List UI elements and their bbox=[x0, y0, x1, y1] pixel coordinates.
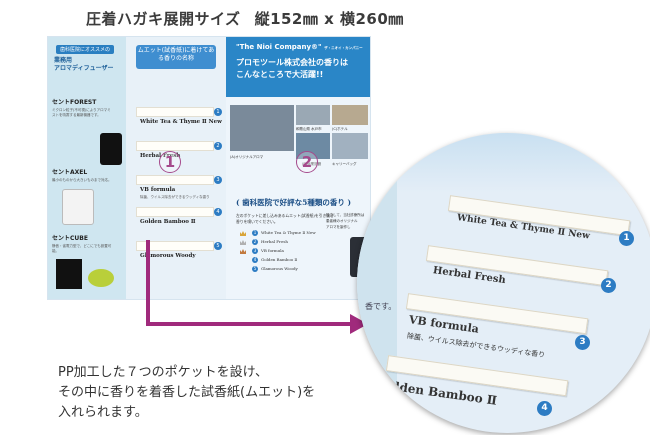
zoom-left-panel bbox=[357, 173, 397, 433]
pocket-number: 3 bbox=[214, 176, 222, 184]
callout-badge-1: 1 bbox=[159, 151, 181, 173]
caption-line-1: PP加工した７つのポケットを設け、 bbox=[58, 365, 269, 380]
recommend-tag: 歯科医院にオススメの bbox=[56, 45, 115, 54]
brochure-right-panel: "The Nioi Company®" ザ・ニオイ・カンパニー プロモツール株式… bbox=[226, 37, 370, 299]
scent-name: VB formula bbox=[140, 187, 176, 193]
scent-note: 除菌、ウイルス除去ができるウッディな香り bbox=[140, 195, 210, 199]
scent-name: Golden Bamboo Ⅱ bbox=[140, 219, 196, 225]
company-name: "The Nioi Company®" ザ・ニオイ・カンパニー bbox=[236, 43, 363, 51]
brochure-middle-panel: ムエット(試香紙)に着けてある香りの名称 White Tea & Thyme Ⅱ… bbox=[126, 37, 226, 299]
photo-caption: (C)ホテル bbox=[332, 127, 348, 131]
side-note: アロマを製作し bbox=[326, 225, 351, 229]
list-number: 4 bbox=[252, 257, 258, 263]
pocket-header: ムエット(試香紙)に着けてある香りの名称 bbox=[136, 45, 216, 69]
muette-strip bbox=[136, 241, 214, 251]
hotel-photo bbox=[332, 105, 368, 125]
panel-title-2: アロマディフューザー bbox=[54, 65, 114, 72]
zoom-pocket-number: 2 bbox=[601, 278, 616, 293]
list-number: 5 bbox=[252, 266, 258, 272]
scent-name: White Tea & Thyme Ⅱ New bbox=[140, 119, 222, 125]
zoom-pocket-number: 4 bbox=[537, 401, 552, 416]
green-accessory-image bbox=[88, 269, 114, 287]
zoom-detail: 香です。 White Tea & Thyme Ⅱ New 1 Herbal Fr… bbox=[357, 133, 650, 433]
muette-strip bbox=[136, 207, 214, 217]
instruction-1: 左のポケットに差し込みあるムエット(試香紙)を引き抜き bbox=[236, 213, 334, 218]
page-heading: 圧着ハガキ展開サイズ縦152㎜ x 横260㎜ bbox=[86, 8, 404, 29]
brochure-left-panel: 歯科医院にオススメの 業務用 アロマディフューザー セントFOREST ミクロン… bbox=[48, 37, 126, 299]
arrow-line bbox=[146, 240, 352, 326]
callout-badge-2: 2 bbox=[296, 151, 318, 173]
side-note: 患者様のオリジナル bbox=[326, 219, 358, 223]
product-desc: ミクロン粒子(不可視)によりアロマミストを噴霧する最新機器です。 bbox=[52, 108, 111, 117]
photo-caption: (A)オリジナルアロマ bbox=[230, 155, 264, 159]
list-number: 3 bbox=[252, 248, 258, 254]
caption-line-2: その中に香りを着香した試香紙(ムエット)を bbox=[58, 385, 316, 400]
popular-scents-banner: ( 歯科医院で好評な5種類の香り ) bbox=[236, 198, 352, 207]
photo-caption: 和歌山県 水戸市 bbox=[296, 127, 322, 131]
instruction-2: 香りを嗅いでください。 bbox=[236, 219, 278, 224]
caption-line-3: 入れられます。 bbox=[58, 405, 148, 420]
side-note: 独立して、当社診療所は bbox=[326, 213, 365, 217]
pocket-number: 1 bbox=[214, 108, 222, 116]
zoom-arrow bbox=[146, 240, 368, 334]
pocket-number: 5 bbox=[214, 242, 222, 250]
lobby-photo bbox=[230, 105, 294, 151]
crown-icon bbox=[240, 240, 246, 245]
list-number: 1 bbox=[252, 230, 258, 236]
muette-strip bbox=[136, 107, 214, 117]
zoom-edge-text: 香です。 bbox=[365, 302, 397, 311]
diffuser-cube-image bbox=[56, 259, 82, 289]
list-item: Glamorous Woody bbox=[261, 266, 298, 271]
photo-caption: キャリーバッグ bbox=[332, 162, 357, 166]
heading-text: 圧着ハガキ展開サイズ bbox=[86, 10, 241, 28]
crown-icon bbox=[240, 249, 246, 254]
headline-2: こんなところで大活躍!! bbox=[236, 70, 324, 79]
brochure-spread: 歯科医院にオススメの 業務用 アロマディフューザー セントFOREST ミクロン… bbox=[48, 37, 370, 299]
muette-strip bbox=[136, 141, 214, 151]
product-desc: 静音・省電力型で、どこにでも設置可能。 bbox=[52, 244, 112, 253]
panel-title-1: 業務用 bbox=[54, 57, 73, 64]
caption: PP加工した７つのポケットを設け、 その中に香りを着香した試香紙(ムエット)を … bbox=[58, 363, 418, 423]
list-item: Herbal Fresh bbox=[261, 239, 288, 244]
diffuser-axel-image bbox=[62, 189, 94, 225]
product-name: セントAXEL bbox=[52, 169, 88, 176]
heading-size: 縦152㎜ x 横260㎜ bbox=[254, 10, 404, 28]
product-desc: 最小のものから大きいものまで対応。 bbox=[52, 178, 112, 182]
product-name: セントFOREST bbox=[52, 99, 97, 106]
pocket-number: 2 bbox=[214, 142, 222, 150]
list-item: Golden Bamboo Ⅱ bbox=[261, 257, 298, 262]
zoom-pocket-number: 3 bbox=[575, 335, 590, 350]
right-header-band bbox=[226, 37, 370, 97]
list-item: White Tea & Thyme Ⅱ New bbox=[261, 230, 316, 235]
zoom-top-band bbox=[357, 133, 650, 193]
list-number: 2 bbox=[252, 239, 258, 245]
crown-icon bbox=[240, 231, 246, 236]
zoom-inner: 香です。 White Tea & Thyme Ⅱ New 1 Herbal Fr… bbox=[357, 133, 650, 433]
muette-strip bbox=[136, 175, 214, 185]
zoom-muette-strip bbox=[425, 245, 609, 287]
scent-name: Glamorous Woody bbox=[140, 253, 196, 259]
building-photo bbox=[296, 105, 330, 125]
diffuser-forest-image bbox=[100, 133, 122, 165]
headline-1: プロモツール株式会社の香りは bbox=[236, 58, 348, 67]
list-item: VB formula bbox=[261, 248, 284, 253]
pocket-number: 4 bbox=[214, 208, 222, 216]
product-name: セントCUBE bbox=[52, 235, 88, 242]
zoom-pocket-number: 1 bbox=[619, 231, 634, 246]
